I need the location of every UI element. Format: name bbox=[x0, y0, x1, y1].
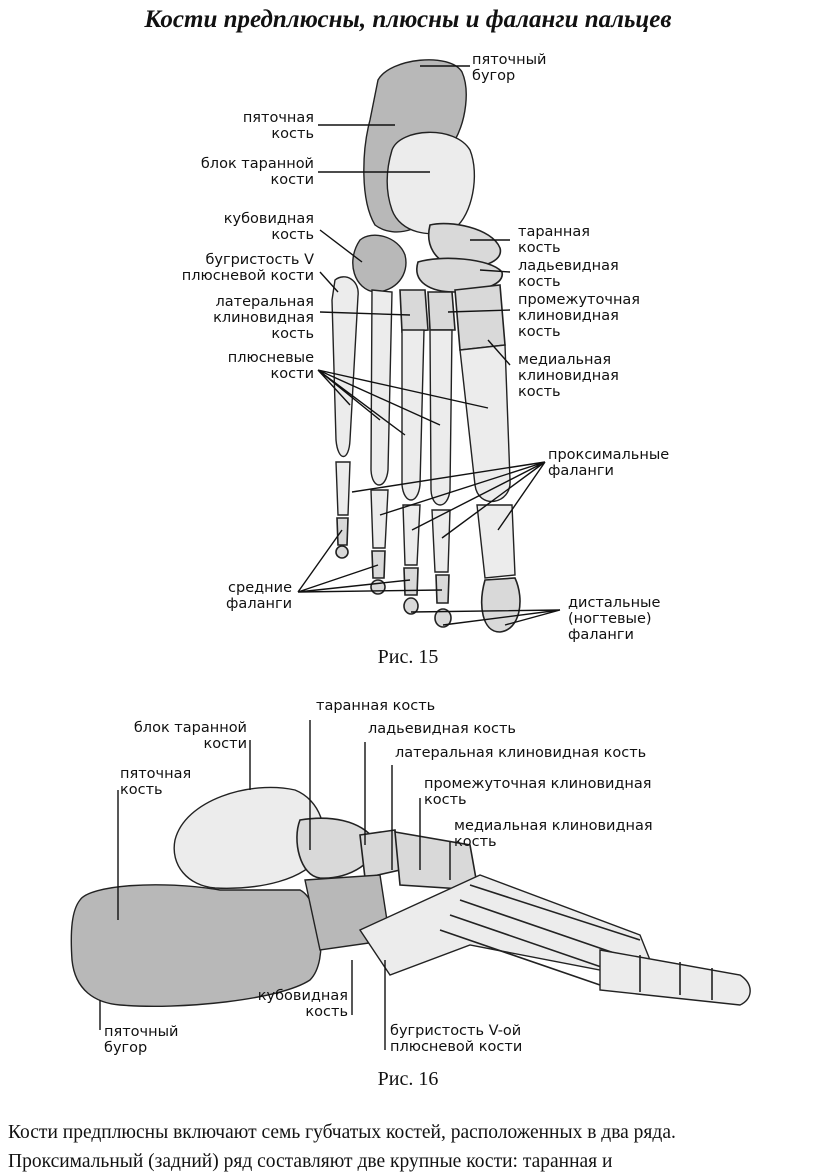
label-middle-phalanges-line2: фаланги bbox=[226, 596, 292, 612]
figure-16-caption: Рис. 16 bbox=[377, 1068, 439, 1090]
label-distal-phalanges-line3: фаланги bbox=[568, 627, 634, 643]
label-talus-line1: таранная bbox=[518, 224, 590, 240]
label-metatarsals-line2: кости bbox=[271, 366, 314, 382]
label16-calcaneus-line2: кость bbox=[120, 782, 163, 798]
label-proximal-phalanges-line2: фаланги bbox=[548, 463, 614, 479]
proximal-phalanx-4 bbox=[370, 489, 389, 549]
metatarsal-5 bbox=[331, 276, 359, 458]
label-medial-cuneiform-line3: кость bbox=[518, 384, 561, 400]
navicular-lateral-bone bbox=[359, 829, 401, 879]
cuboid-bone bbox=[352, 234, 407, 293]
document-title: Кости предплюсны, плюсны и фаланги пальц… bbox=[144, 6, 672, 33]
phalanges-lateral bbox=[599, 949, 751, 1006]
middle-phalanx-5 bbox=[336, 517, 349, 546]
phalanx-joints bbox=[639, 955, 713, 1000]
label16-medial-cuneiform-line2: кость bbox=[454, 834, 497, 850]
label-lateral-cuneiform-line1: латеральная bbox=[215, 294, 314, 310]
talus-trochlea-bone bbox=[386, 131, 476, 235]
label16-lateral-cuneiform: латеральная клиновидная кость bbox=[395, 745, 646, 761]
figure-16-leader-lines bbox=[99, 720, 451, 1050]
label-calcaneus-line1: пяточная bbox=[243, 110, 314, 126]
label-medial-cuneiform-line1: медиальная bbox=[518, 352, 611, 368]
middle-phalanx-4 bbox=[371, 550, 386, 579]
distal-phalanx-3 bbox=[403, 597, 419, 615]
label-tuberosity-v-line1: бугристость V bbox=[205, 252, 314, 268]
label-intermediate-cuneiform-line1: промежуточная bbox=[518, 292, 640, 308]
label-navicular-line2: кость bbox=[518, 274, 561, 290]
label16-calcaneus-line1: пяточная bbox=[120, 766, 191, 782]
label16-talus: таранная кость bbox=[316, 698, 435, 714]
label16-calcaneal-tuber-line1: пяточный bbox=[104, 1024, 178, 1040]
metatarsal-4 bbox=[370, 289, 393, 486]
paragraph-line-2: Проксимальный (задний) ряд составляют дв… bbox=[8, 1151, 613, 1172]
distal-phalanx-4 bbox=[370, 579, 386, 595]
label16-cuboid-line2: кость bbox=[305, 1004, 348, 1020]
label16-cuboid-line1: кубовидная bbox=[258, 988, 348, 1004]
label-distal-phalanges-line2: (ногтевые) bbox=[568, 611, 652, 627]
label-middle-phalanges-line1: средние bbox=[228, 580, 292, 596]
label16-tuberosity-v-line2: плюсневой кости bbox=[390, 1039, 522, 1055]
label16-intermediate-cuneiform-line1: промежуточная клиновидная bbox=[424, 776, 652, 792]
middle-phalanx-3 bbox=[403, 567, 419, 596]
figure-16-illustration: таранная кость ладьевидная кость латерал… bbox=[70, 698, 751, 1056]
proximal-phalanx-1 bbox=[476, 504, 516, 579]
label-cuboid-line1: кубовидная bbox=[224, 211, 314, 227]
label-tuberosity-v-line2: плюсневой кости bbox=[182, 268, 314, 284]
label-talus-trochlea-line2: кости bbox=[271, 172, 314, 188]
label-talus-line2: кость bbox=[518, 240, 561, 256]
label-calcaneus-line2: кость bbox=[271, 126, 314, 142]
metatarsal-lines bbox=[439, 884, 641, 986]
distal-phalanx-2 bbox=[434, 608, 452, 628]
figure-15-illustration: пяточный бугор пяточная кость блок таран… bbox=[182, 52, 670, 643]
metatarsal-1 bbox=[459, 344, 511, 502]
label-intermediate-cuneiform-line2: клиновидная bbox=[518, 308, 619, 324]
label-medial-cuneiform-line2: клиновидная bbox=[518, 368, 619, 384]
label-calcaneal-tuber-line2: бугор bbox=[472, 68, 515, 84]
label-distal-phalanges-line1: дистальные bbox=[568, 595, 660, 611]
metatarsal-3 bbox=[401, 329, 425, 501]
proximal-phalanx-5 bbox=[335, 461, 351, 516]
label-lateral-cuneiform-line3: кость bbox=[271, 326, 314, 342]
middle-phalanx-2 bbox=[435, 574, 450, 604]
label16-intermediate-cuneiform-line2: кость bbox=[424, 792, 467, 808]
label-talus-trochlea-line1: блок таранной bbox=[201, 156, 314, 172]
distal-phalanx-5 bbox=[335, 545, 349, 559]
metatarsal-2 bbox=[429, 329, 453, 506]
label16-talus-trochlea-line2: кости bbox=[204, 736, 247, 752]
label-cuboid-line2: кость bbox=[271, 227, 314, 243]
intermediate-cuneiform-bone bbox=[427, 291, 456, 331]
label16-medial-cuneiform-line1: медиальная клиновидная bbox=[454, 818, 653, 834]
label-proximal-phalanges-line1: проксимальные bbox=[548, 447, 669, 463]
label-navicular-line1: ладьевидная bbox=[518, 258, 619, 274]
figure-15-leader-lines bbox=[297, 65, 561, 626]
proximal-phalanx-3 bbox=[402, 504, 421, 566]
distal-phalanx-1 bbox=[480, 577, 521, 633]
label16-talus-trochlea-line1: блок таранной bbox=[134, 720, 247, 736]
label-metatarsals-line1: плюсневые bbox=[228, 350, 314, 366]
talus-head-bone bbox=[428, 222, 502, 268]
proximal-phalanx-2 bbox=[431, 509, 451, 573]
calcaneus-lateral-bone bbox=[70, 884, 322, 1007]
label-lateral-cuneiform-line2: клиновидная bbox=[213, 310, 314, 326]
paragraph-line-1: Кости предплюсны включают семь губчатых … bbox=[8, 1122, 676, 1143]
label16-calcaneal-tuber-line2: бугор bbox=[104, 1040, 147, 1056]
label-calcaneal-tuber-line1: пяточный bbox=[472, 52, 546, 68]
label-intermediate-cuneiform-line3: кость bbox=[518, 324, 561, 340]
lateral-cuneiform-bone bbox=[399, 289, 429, 333]
label16-tuberosity-v-line1: бугристость V-ой bbox=[390, 1023, 521, 1039]
label16-navicular: ладьевидная кость bbox=[368, 721, 516, 737]
figure-15-caption: Рис. 15 bbox=[377, 646, 439, 668]
medial-cuneiform-bone bbox=[454, 284, 506, 351]
